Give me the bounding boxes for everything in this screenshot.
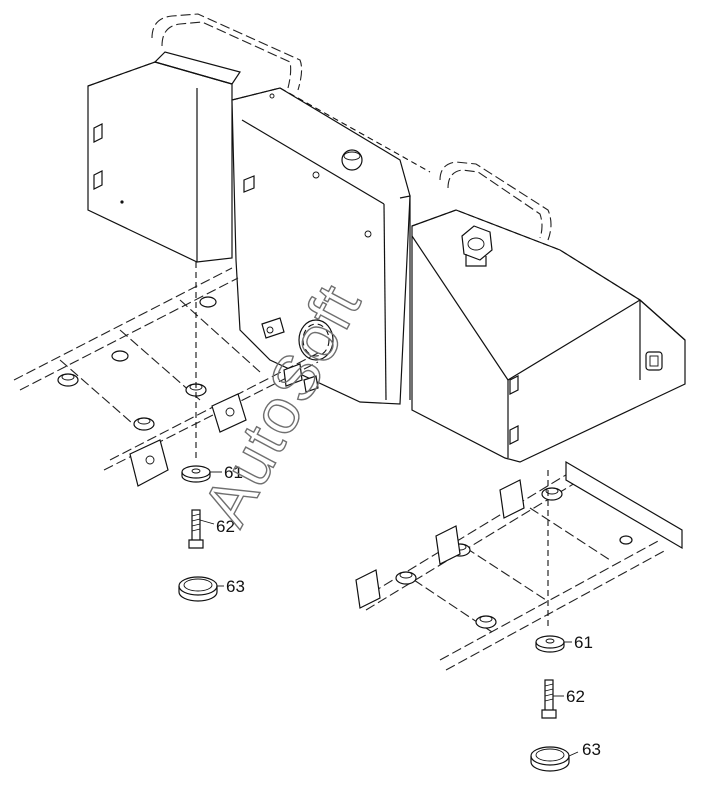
lower-washer	[535, 635, 565, 653]
right-tank	[411, 209, 686, 463]
handrail-right	[439, 161, 552, 241]
upper-mount	[178, 576, 218, 602]
filler-cap	[461, 225, 493, 267]
left-tank	[87, 51, 241, 263]
handrail-left	[151, 13, 303, 91]
callout-lower-washer: 61	[574, 633, 593, 652]
lower-bolt	[541, 679, 557, 719]
left-frame	[13, 267, 321, 487]
center-body	[231, 87, 431, 405]
lower-mount	[530, 746, 570, 772]
callout-upper-mount: 63	[226, 577, 245, 596]
lower-hardware-stack	[530, 470, 579, 772]
upper-hardware-stack	[178, 262, 224, 602]
callout-lower-bolt: 62	[566, 687, 585, 706]
inspection-cover	[298, 319, 334, 361]
upper-bolt	[188, 509, 204, 549]
callout-lower-mount: 63	[582, 740, 601, 759]
tank-assembly	[87, 13, 686, 463]
callout-upper-washer: 61	[224, 463, 243, 482]
level-gauge	[645, 351, 663, 371]
right-frame	[355, 460, 683, 671]
callout-upper-bolt: 62	[216, 517, 235, 536]
